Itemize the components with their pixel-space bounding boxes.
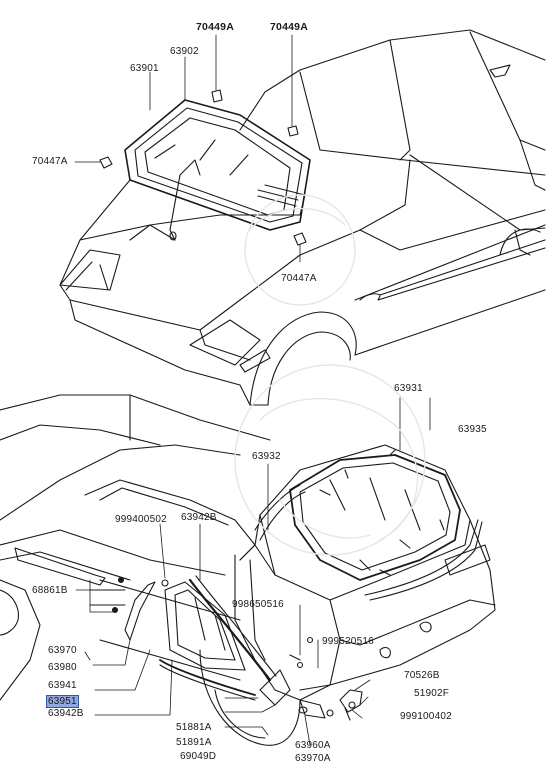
clip-parts [99, 89, 307, 246]
label-70526B[interactable]: 70526B [404, 670, 440, 681]
label-63931[interactable]: 63931 [394, 383, 423, 394]
label-51881A[interactable]: 51881A [176, 722, 212, 733]
label-51891A[interactable]: 51891A [176, 737, 212, 748]
label-51902F[interactable]: 51902F [414, 688, 450, 699]
label-63932[interactable]: 63932 [252, 451, 281, 462]
label-999100402[interactable]: 999100402 [400, 711, 452, 722]
front-car-body [59, 29, 546, 406]
label-999520516[interactable]: 999520516 [322, 636, 374, 647]
label-70449A-right[interactable]: 70449A [270, 21, 308, 33]
label-63970A[interactable]: 63970A [295, 753, 331, 764]
label-70447A-left[interactable]: 70447A [32, 156, 68, 167]
rear-mouldings [89, 449, 396, 701]
label-63901[interactable]: 63901 [130, 63, 159, 74]
front-windshield [124, 99, 311, 231]
label-63935[interactable]: 63935 [458, 424, 487, 435]
label-999400502[interactable]: 999400502 [115, 514, 167, 525]
label-69049D[interactable]: 69049D [180, 751, 217, 762]
label-63902[interactable]: 63902 [170, 46, 199, 57]
label-63970[interactable]: 63970 [48, 645, 77, 656]
label-63942B-bottom[interactable]: 63942B [48, 708, 84, 719]
label-998650516[interactable]: 998650516 [232, 599, 284, 610]
watermark [234, 194, 426, 556]
label-63941[interactable]: 63941 [48, 680, 77, 691]
rear-car-body [0, 394, 496, 746]
label-63951-highlighted[interactable]: 63951 [46, 695, 79, 708]
label-70449A-left[interactable]: 70449A [196, 21, 234, 33]
leader-lines-top [74, 34, 301, 263]
label-63942B-top[interactable]: 63942B [181, 512, 217, 523]
label-68861B[interactable]: 68861B [32, 585, 68, 596]
rear-hatch-glass [254, 454, 483, 601]
label-63980[interactable]: 63980 [48, 662, 77, 673]
leader-lines-bottom [75, 397, 431, 746]
label-63960A[interactable]: 63960A [295, 740, 331, 751]
label-70447A-right[interactable]: 70447A [281, 273, 317, 284]
